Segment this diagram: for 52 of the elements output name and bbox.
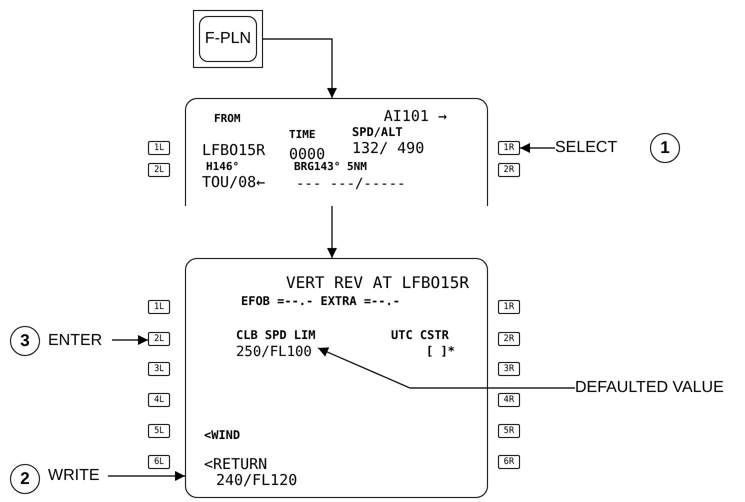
display-text: SPD/ALT xyxy=(352,126,403,138)
line-select-key: 1L xyxy=(148,141,170,155)
display-text: AI101 → xyxy=(384,109,447,124)
line-select-key: 3L xyxy=(148,362,170,376)
display-screen xyxy=(185,98,488,206)
line-select-key: 6L xyxy=(148,455,170,469)
function-key: F-PLN xyxy=(193,10,263,68)
line-select-key: 2R xyxy=(498,163,520,177)
line-select-key: 3R xyxy=(498,362,520,376)
step-number: 2 xyxy=(10,464,40,494)
display-text: EFOB =--.- EXTRA =--.- xyxy=(241,295,400,307)
line-select-key: 2L xyxy=(148,332,170,346)
line-select-key: 5R xyxy=(498,424,520,438)
line-select-key: 1R xyxy=(498,300,520,314)
instruction-label: WRITE xyxy=(48,464,108,488)
instruction-label: SELECT xyxy=(555,136,641,160)
line-select-key: 2R xyxy=(498,332,520,346)
line-select-key: 4L xyxy=(148,393,170,407)
display-text: <WIND xyxy=(204,429,240,441)
display-text: 240/FL120 xyxy=(216,473,298,488)
line-select-key: 6R xyxy=(498,455,520,469)
leader-line xyxy=(318,347,575,389)
step-number: 1 xyxy=(650,133,680,163)
display-text: <RETURN xyxy=(204,457,268,472)
instruction-label: ENTER xyxy=(48,329,112,353)
display-text: LFBO15R xyxy=(202,143,266,158)
display-text: 132/ 490 xyxy=(352,141,424,156)
display-text: CLB SPD LIM xyxy=(236,329,316,341)
arrow xyxy=(108,471,185,481)
display-text: FROM xyxy=(214,113,240,124)
arrow xyxy=(327,206,337,258)
display-text: 250/FL100 xyxy=(236,345,312,359)
step-number: 3 xyxy=(10,326,40,356)
line-select-key: 4R xyxy=(498,393,520,407)
display-text: 0000 xyxy=(289,147,326,162)
arrow xyxy=(112,335,148,345)
arrow xyxy=(263,38,337,98)
line-select-key: 1R xyxy=(498,141,520,155)
line-select-key: 1L xyxy=(148,300,170,314)
line-select-key: 5L xyxy=(148,424,170,438)
display-text: --- ---/----- xyxy=(296,177,406,191)
display-text: [ ]* xyxy=(426,345,455,357)
display-text: H146° xyxy=(206,161,240,172)
line-select-key: 2L xyxy=(148,163,170,177)
display-text: VERT REV AT LFBO15R xyxy=(286,275,470,291)
instruction-label: DEFAULTED VALUE xyxy=(575,376,737,400)
display-text: TOU/08← xyxy=(202,175,266,190)
display-screen xyxy=(185,258,488,498)
display-text: TIME xyxy=(289,129,316,140)
display-text: UTC CSTR xyxy=(391,329,449,341)
display-text: BRG143° 5NM xyxy=(294,161,367,172)
arrow xyxy=(520,143,555,153)
